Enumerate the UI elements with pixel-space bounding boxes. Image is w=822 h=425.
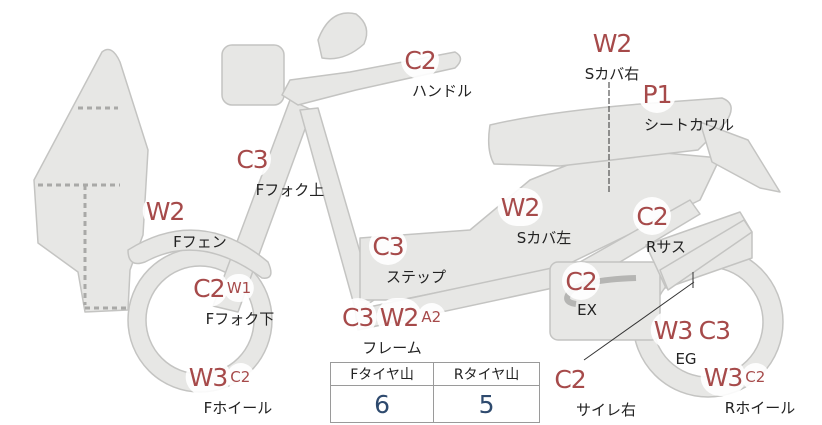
annotation-label: Fフォク下: [205, 310, 275, 328]
annotation-label: EG: [675, 350, 697, 368]
annotation-codes: P1: [638, 75, 676, 113]
front-fender-shape: [127, 229, 272, 279]
code-badge: C3: [369, 227, 407, 265]
tail-cowl-shape: [699, 121, 781, 193]
code-badge-small: C2: [741, 363, 770, 391]
code-badge: W3: [650, 311, 696, 349]
code-badge: C2: [633, 197, 671, 235]
code-badge: P1: [638, 75, 676, 113]
code-badge: C3: [233, 140, 271, 178]
annotation-label: Sカバ左: [516, 229, 572, 247]
annotation-codes: C2: [633, 197, 671, 235]
headlight-shape: [221, 44, 285, 106]
annotation-codes: W2: [589, 24, 635, 62]
front-tire-tread-value: 6: [329, 385, 435, 423]
swing-arm-shape: [659, 219, 753, 291]
annotation-codes: C3: [233, 140, 271, 178]
code-badge: C2: [401, 41, 439, 79]
code-badge: C3: [695, 311, 734, 349]
annotation-label: Fフェン: [173, 233, 227, 251]
annotation-codes: C2: [551, 360, 589, 398]
tire-tread-table: Fタイヤ山 Rタイヤ山 6 5: [329, 362, 540, 423]
annotation-label: Fフォク上: [255, 181, 325, 199]
code-badge: W2: [376, 298, 422, 336]
annotation-label: Fホイール: [203, 399, 273, 417]
code-badge: C2: [551, 360, 589, 398]
annotation-codes: W2: [142, 192, 188, 230]
annotation-codes: C2: [401, 41, 439, 79]
rear-tire-tread-header: Rタイヤ山: [433, 362, 540, 386]
annotation-codes: W3 C3: [650, 311, 734, 349]
code-badge-small: W1: [223, 274, 255, 302]
annotation-label: サイレ右: [575, 401, 637, 419]
annotation-label: Rサス: [645, 238, 687, 256]
annotation-label: シートカウル: [643, 116, 735, 134]
annotation-label: フレーム: [362, 339, 422, 357]
annotation-label: EX: [577, 301, 597, 319]
code-badge: W3: [700, 358, 746, 396]
code-badge: W2: [497, 188, 543, 226]
annotation-label: Rホイール: [724, 399, 796, 417]
code-badge-small: A2: [417, 303, 446, 331]
front-tire-tread-header: Fタイヤ山: [329, 362, 435, 386]
seat-shape: [487, 97, 732, 167]
code-badge-small: C2: [226, 363, 255, 391]
code-badge: W2: [589, 24, 635, 62]
code-badge: C2: [189, 269, 228, 307]
annotation-codes: C3 W2 A2: [338, 298, 446, 336]
rear-tire-tread-value: 5: [433, 385, 540, 423]
mirror-shape: [317, 12, 368, 60]
annotation-label: Sカバ右: [584, 65, 640, 83]
code-badge: C3: [338, 298, 377, 336]
code-badge: W2: [142, 192, 188, 230]
annotation-codes: C3: [369, 227, 407, 265]
front-shield-shape: [33, 48, 149, 313]
annotation-codes: W3 C2: [700, 358, 770, 396]
annotation-label: ハンドル: [411, 82, 473, 100]
code-badge: C2: [562, 262, 600, 300]
annotation-codes: C2: [562, 262, 600, 300]
annotation-label: ステップ: [385, 268, 447, 286]
annotation-codes: C2 W1: [189, 269, 255, 307]
annotation-codes: W2: [497, 188, 543, 226]
annotation-codes: W3 C2: [185, 358, 255, 396]
code-badge: W3: [185, 358, 231, 396]
